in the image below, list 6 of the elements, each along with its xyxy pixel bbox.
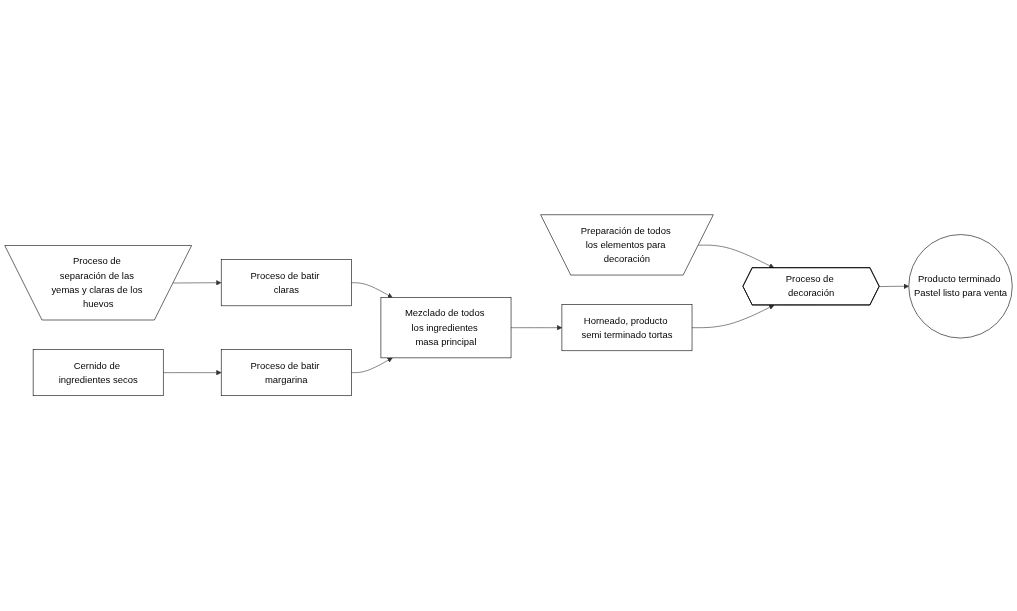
node-box: Cernido de ingredientes secos <box>32 349 164 397</box>
node-circle: Producto terminado Pastel listo para venta <box>908 234 1013 339</box>
node-box: Mezclado de todos los ingredientes masa principal <box>380 297 512 359</box>
node-box: Horneado, producto semi terminado tortas <box>561 304 693 352</box>
node-box: Proceso de batir claras <box>220 259 352 307</box>
node-box: Proceso de batir margarina <box>220 349 352 397</box>
